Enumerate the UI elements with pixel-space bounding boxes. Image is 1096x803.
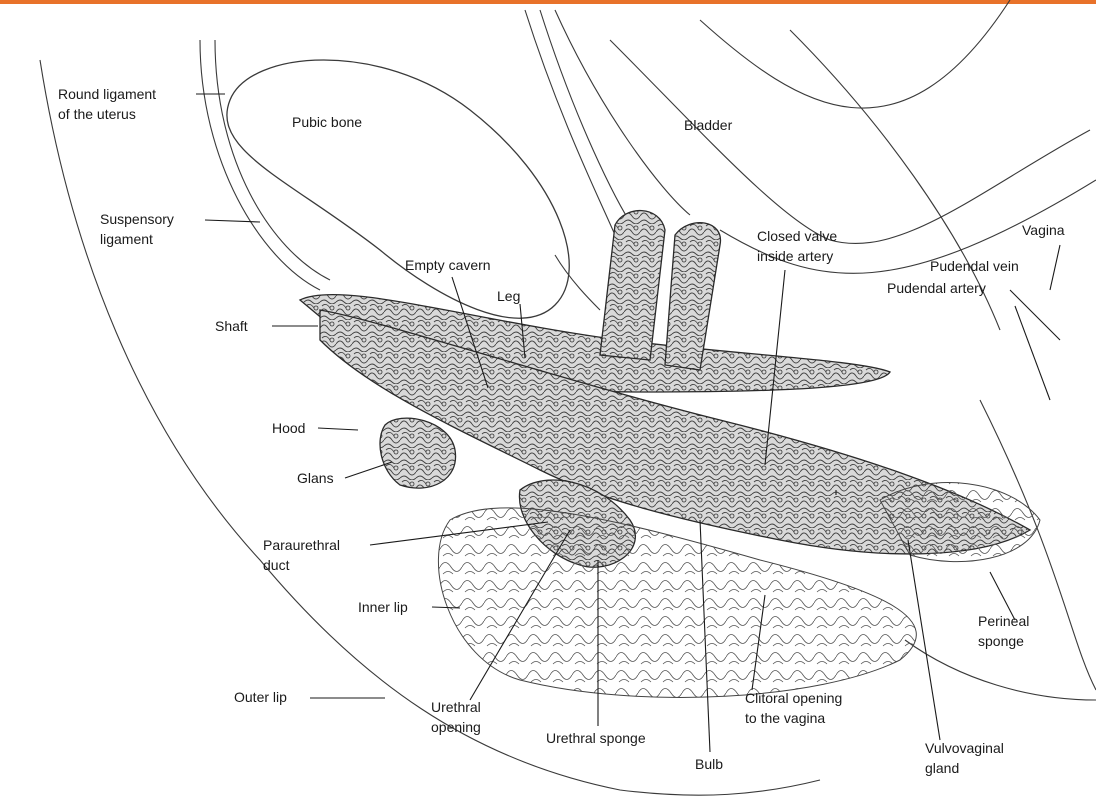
label-pubic-bone: Pubic bone xyxy=(292,112,362,132)
label-pudendal-artery: Pudendal artery xyxy=(887,278,986,298)
label-shaft: Shaft xyxy=(215,316,248,336)
label-leg: Leg xyxy=(497,286,520,306)
pubic-bone-outline xyxy=(227,60,569,318)
label-pudendal-vein: Pudendal vein xyxy=(930,256,1019,276)
label-inner-lip: Inner lip xyxy=(358,597,408,617)
label-outer-lip: Outer lip xyxy=(234,687,287,707)
glans-tissue xyxy=(380,418,456,488)
label-empty-cavern: Empty cavern xyxy=(405,255,491,275)
label-hood: Hood xyxy=(272,418,305,438)
label-bladder: Bladder xyxy=(684,115,732,135)
label-bulb: Bulb xyxy=(695,754,723,774)
label-glans: Glans xyxy=(297,468,334,488)
upright-leg-right xyxy=(665,223,720,370)
upright-leg-left xyxy=(600,211,665,360)
label-vagina: Vagina xyxy=(1022,220,1065,240)
label-urethral-sponge: Urethral sponge xyxy=(546,728,646,748)
